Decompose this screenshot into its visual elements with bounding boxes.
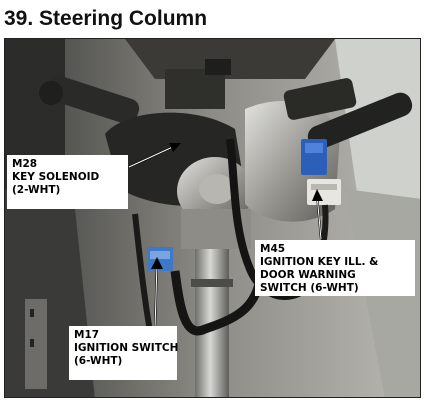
callout-code: M28 (12, 158, 38, 170)
callout-name: KEY SOLENOID (12, 171, 100, 183)
page-title: 39. Steering Column (4, 7, 208, 30)
photo-illustration (5, 39, 420, 397)
callout-code: M17 (74, 329, 100, 341)
callout-name-line2: DOOR WARNING (260, 269, 356, 281)
steering-column-photo (4, 38, 421, 398)
callout-connector: (6-WHT) (74, 355, 123, 367)
callout-name: IGNITION SWITCH (74, 342, 179, 354)
callout-code: M45 (260, 243, 286, 255)
callout-connector: (2-WHT) (12, 184, 61, 196)
callout-name-line1: IGNITION KEY ILL. & (260, 256, 379, 268)
callout-m17-ignition-switch: M17 IGNITION SWITCH (6-WHT) (69, 326, 179, 380)
callout-m45-ignition-key-ill: M45 IGNITION KEY ILL. & DOOR WARNING SWI… (255, 240, 415, 296)
callout-m28-key-solenoid: M28 KEY SOLENOID (2-WHT) (7, 155, 128, 209)
callout-connector: SWITCH (6-WHT) (260, 282, 359, 294)
